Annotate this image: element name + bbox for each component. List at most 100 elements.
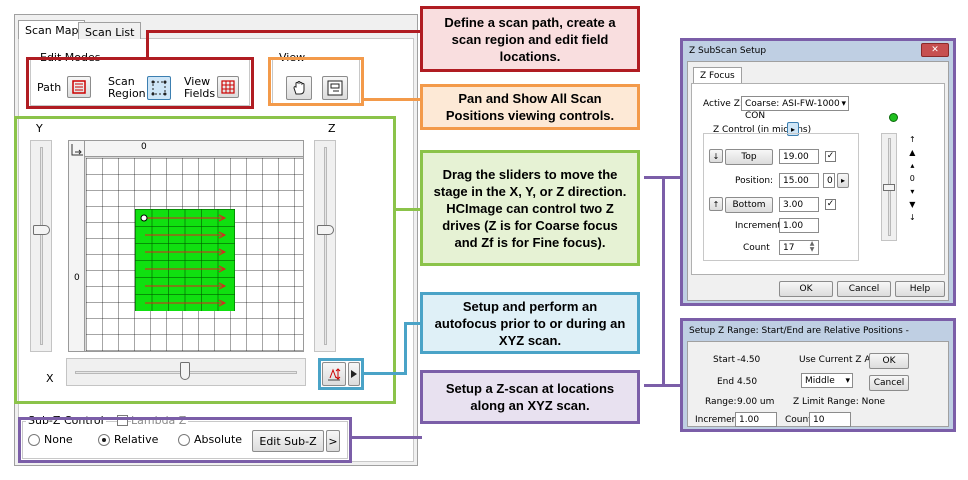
z-slider-track[interactable] [314,140,336,352]
connector-purple-h [352,436,422,439]
origin-corner-icon [71,144,83,156]
callout-scan-path: Define a scan path, create a scan region… [420,6,640,72]
zrange-increment-value[interactable]: 1.00 [735,412,777,427]
view-title: View [277,51,308,64]
connector-gray-zsub-v [662,176,665,386]
callout-zscan: Setup a Z-scan at locations along an XYZ… [420,370,640,424]
zsubscan-tab-zfocus[interactable]: Z Focus [693,67,742,84]
x-label: X [46,372,54,385]
edit-subz-button[interactable]: Edit Sub-Z [252,430,324,452]
lambda-z-checkbox[interactable] [117,415,128,426]
zrange-count-label: Count [785,415,812,425]
autofocus-icon [328,368,341,381]
tab-scan-list[interactable]: Scan List [78,22,142,39]
y-slider-groove [40,147,43,345]
top-ruler-zero: 0 [141,142,147,152]
path-grid-icon [72,80,86,94]
scan-region-icon [151,80,167,96]
active-z-value: Coarse: ASI-FW-1000 CON [745,99,840,121]
relative-radio[interactable] [98,434,110,446]
y-slider-thumb[interactable] [33,225,50,235]
autofocus-menu-button[interactable] [348,362,360,386]
active-z-label: Active Z: [703,99,743,109]
none-label: None [44,433,73,446]
bottom-value[interactable]: 3.00 [779,197,819,212]
position-step[interactable]: 0 [823,173,835,188]
subz-more-button[interactable]: > [326,430,340,452]
view-fields-mode-button[interactable] [217,76,239,98]
count-spinner[interactable]: ▲▼ [809,240,815,253]
scan-region[interactable] [135,209,235,311]
top-checkbox[interactable]: ✓ [825,151,836,162]
increment-value[interactable]: 1.00 [779,218,819,233]
lambda-z-label: Lambda Z [131,414,189,427]
zsubscan-dialog: Z SubScan Setup ✕ Z Focus Active Z: Coar… [680,38,956,306]
x-slider-track[interactable] [66,358,306,386]
zrange-end-label: End [717,377,735,387]
scan-path-arrows [140,214,227,307]
hand-icon [293,81,305,95]
connector-purple-zrange [644,384,680,387]
top-arrow-button[interactable]: ↓ [709,149,723,163]
zrange-count-value[interactable]: 10 [809,412,851,427]
bottom-arrow-button[interactable]: ↑ [709,197,723,211]
y-label: Y [36,122,43,135]
callout-autofocus: Setup and perform an autofocus prior to … [420,292,640,354]
x-slider-thumb[interactable] [180,362,190,380]
z-control-label: Z Control (in microns) [713,125,812,135]
status-indicator-icon [889,113,898,122]
z-slider-thumb[interactable] [317,225,334,235]
none-radio[interactable] [28,434,40,446]
zsubscan-help-button[interactable]: Help [895,281,945,297]
dropdown-arrow-icon: ▾ [841,99,846,109]
tab-scan-map[interactable]: Scan Map [18,20,86,39]
step-arrows[interactable]: ↑▲▴0▾▼↓ [909,135,916,222]
position-value[interactable]: 15.00 [779,173,819,188]
triangle-right-icon [351,370,357,378]
autofocus-button[interactable] [322,362,346,386]
zrange-start-value: -4.50 [737,355,761,365]
callout-sliders: Drag the sliders to move the stage in th… [420,150,640,266]
use-current-label: Use Current Z As: [799,355,879,365]
active-z-select[interactable]: Coarse: ASI-FW-1000 CON ▾ [741,96,849,121]
path-mode-button[interactable] [67,76,91,98]
zrange-dialog: Setup Z Range: Start/End are Relative Po… [680,318,956,432]
z-fine-slider-thumb[interactable] [883,184,895,191]
map-top-ruler [69,141,303,157]
zsubscan-title: Z SubScan Setup [689,46,767,56]
z-fine-slider[interactable] [881,133,897,241]
zsubscan-cancel-button[interactable]: Cancel [837,281,891,297]
pan-button[interactable] [286,76,312,100]
zrange-range-label: Range: [705,397,737,407]
zsubscan-ok-button[interactable]: OK [779,281,833,297]
connector-blue-v [404,322,407,375]
absolute-radio[interactable] [178,434,190,446]
count-label: Count [743,243,770,253]
zrange-start-label: Start [713,355,735,365]
z-limit-label: Z Limit Range: None [793,397,886,407]
scan-map-canvas[interactable]: 0 0 [68,140,304,352]
map-left-ruler [69,141,85,351]
zrange-cancel-button[interactable]: Cancel [869,375,909,391]
scan-region-mode-button[interactable] [147,76,171,100]
top-button[interactable]: Top [725,149,773,165]
path-label: Path [37,81,62,94]
absolute-label: Absolute [194,433,243,446]
increment-label: Increment [735,221,781,231]
bottom-checkbox[interactable]: ✓ [825,199,836,210]
zsubscan-close-button[interactable]: ✕ [921,43,949,57]
position-step-button[interactable]: ▸ [837,173,849,188]
zrange-title: Setup Z Range: Start/End are Relative Po… [689,326,909,336]
y-slider-track[interactable] [30,140,52,352]
z-control-expand-button[interactable]: ▸ [787,122,799,136]
top-value[interactable]: 19.00 [779,149,819,164]
z-slider-groove [324,147,327,345]
show-all-positions-button[interactable] [322,76,348,100]
show-all-icon [327,80,343,96]
zrange-range-value: 9.00 um [737,397,775,407]
use-current-value: Middle [805,376,835,386]
zrange-ok-button[interactable]: OK [869,353,909,369]
bottom-button[interactable]: Bottom [725,197,773,213]
use-current-select[interactable]: Middle ▾ [801,373,853,388]
count-value[interactable]: 17 [779,240,819,255]
